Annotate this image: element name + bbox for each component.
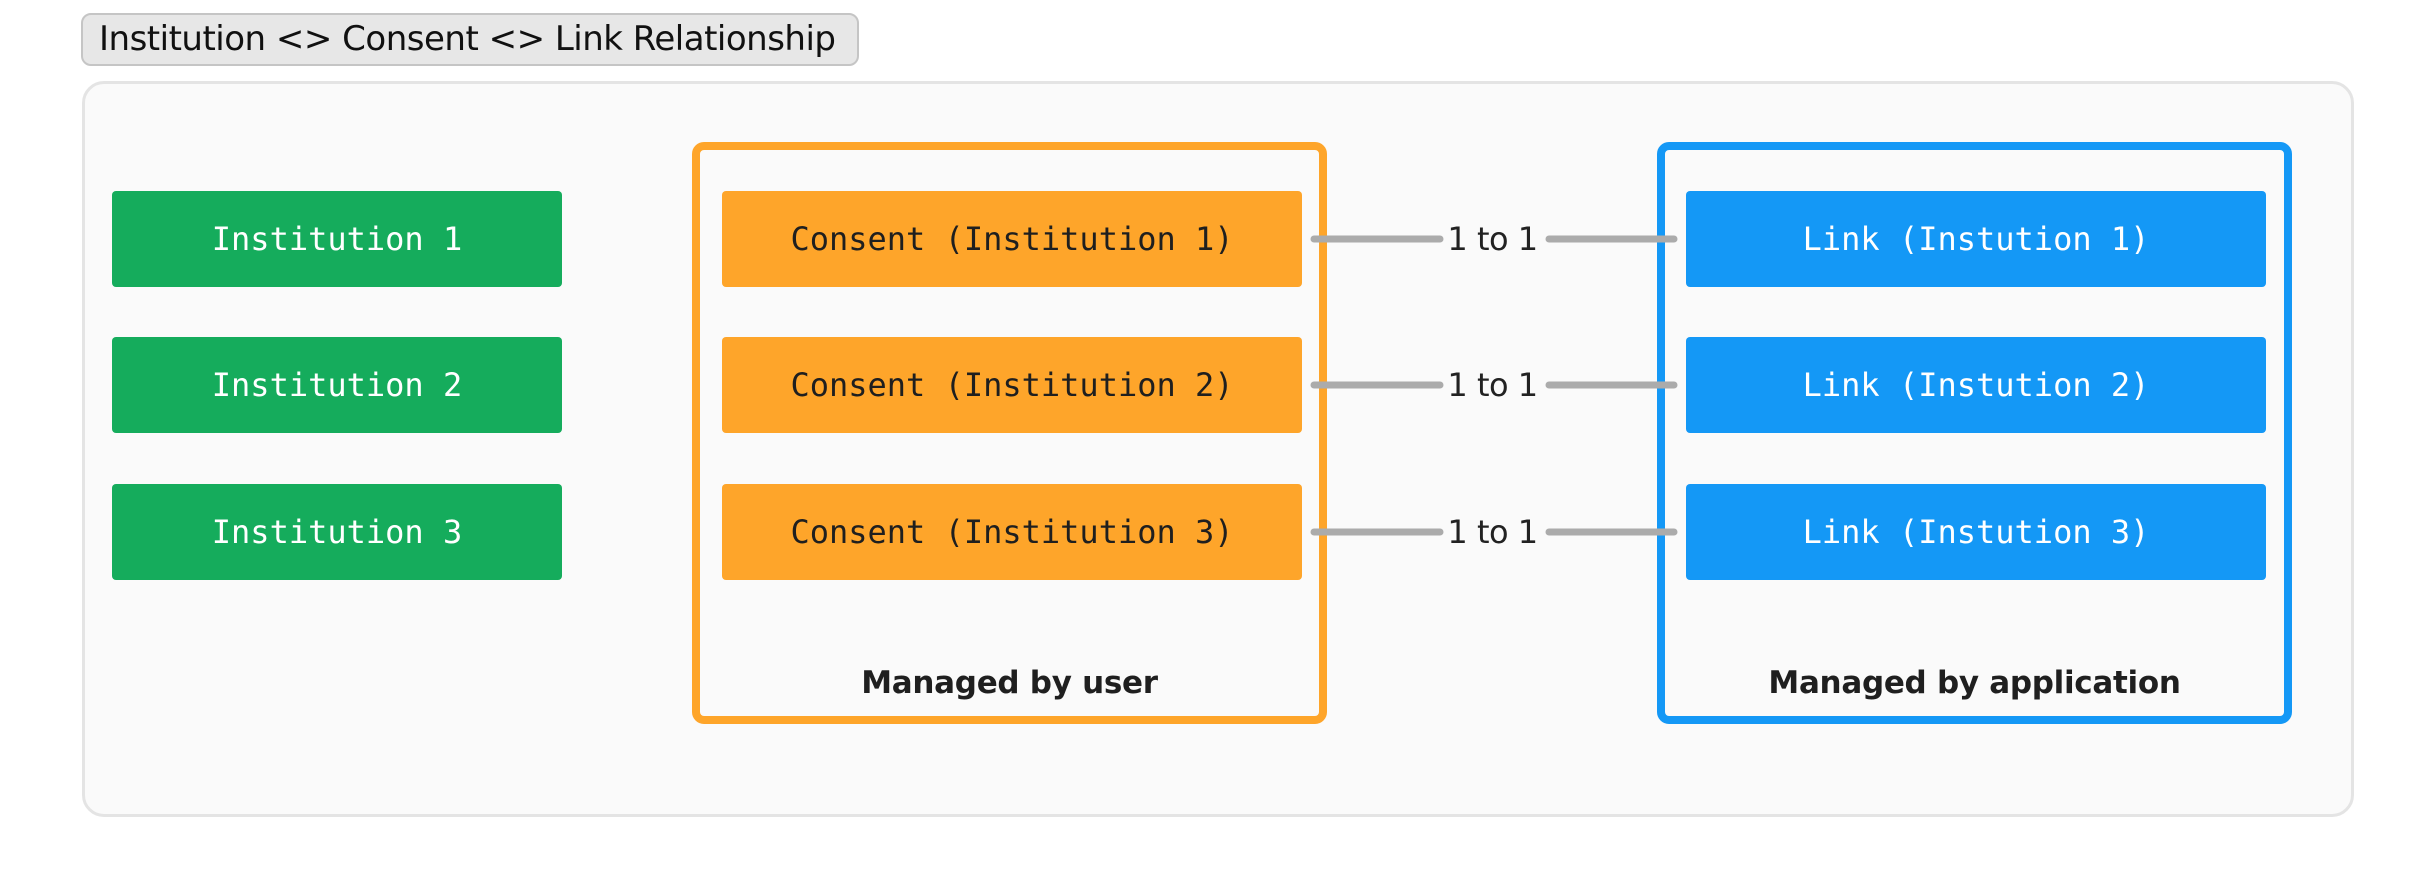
institution-3-node[interactable]: Institution 3 <box>112 484 562 580</box>
consent-institution-3-node[interactable]: Consent (Institution 3) <box>722 484 1302 580</box>
institution-2-node[interactable]: Institution 2 <box>112 337 562 433</box>
link-instution-3-node[interactable]: Link (Instution 3) <box>1686 484 2266 580</box>
edge-3-label: 1 to 1 <box>1447 513 1538 551</box>
managed-by-application-caption: Managed by application <box>1768 665 2181 701</box>
managed-by-user-caption: Managed by user <box>861 665 1158 701</box>
diagram-title: Institution <> Consent <> Link Relations… <box>81 13 859 66</box>
institution-1-node[interactable]: Institution 1 <box>112 191 562 287</box>
edge-2-label: 1 to 1 <box>1447 366 1538 404</box>
consent-institution-2-node[interactable]: Consent (Institution 2) <box>722 337 1302 433</box>
link-instution-2-node[interactable]: Link (Instution 2) <box>1686 337 2266 433</box>
consent-institution-1-node[interactable]: Consent (Institution 1) <box>722 191 1302 287</box>
link-instution-1-node[interactable]: Link (Instution 1) <box>1686 191 2266 287</box>
edge-1-label: 1 to 1 <box>1447 220 1538 258</box>
